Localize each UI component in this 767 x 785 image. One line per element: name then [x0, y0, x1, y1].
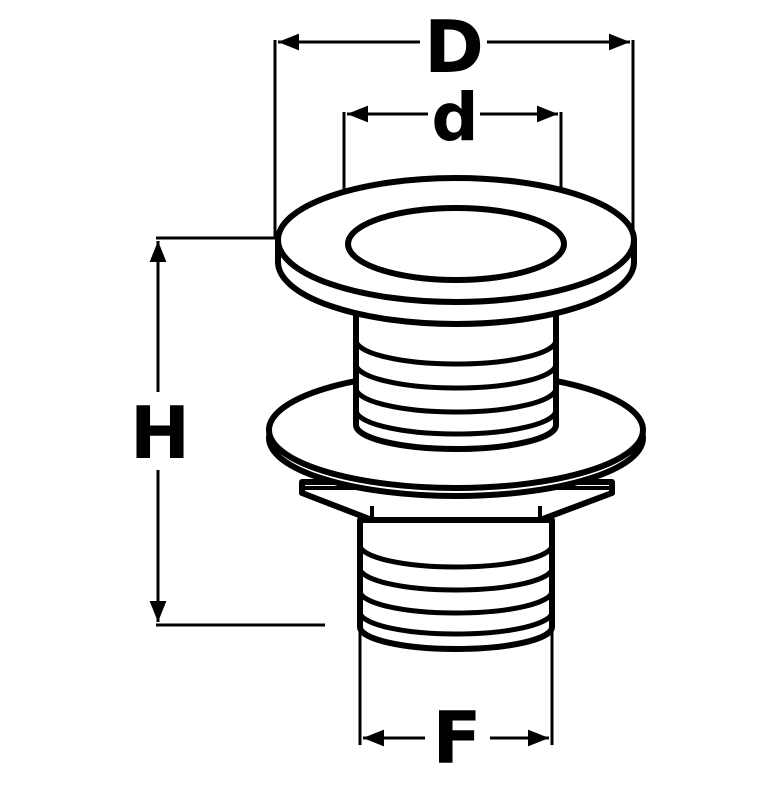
upper-thread-body	[353, 307, 559, 452]
dimension-d: d	[342, 79, 563, 222]
upper-thread-ridge-3	[353, 385, 559, 415]
lower-thread-ridge-1	[357, 542, 555, 570]
lower-thread-ridge-2	[357, 565, 555, 593]
upper-thread-ridge-4	[353, 407, 559, 437]
label-F: F	[432, 696, 481, 780]
lower-thread-ridge-4	[357, 609, 555, 637]
dimension-D: D	[273, 5, 635, 238]
lower-thread-body	[357, 517, 555, 652]
dimension-H: H	[130, 236, 325, 627]
upper-thread	[353, 307, 559, 452]
label-d: d	[431, 79, 478, 156]
label-H: H	[130, 391, 190, 475]
top-flange	[275, 175, 637, 327]
flange-bore	[345, 205, 567, 283]
upper-thread-ridge-2	[353, 361, 559, 391]
dimension-F: F	[358, 630, 554, 780]
upper-thread-ridge-1	[353, 337, 559, 367]
label-D: D	[424, 5, 484, 89]
lower-thread-ridge-3	[357, 588, 555, 616]
lower-thread	[357, 517, 555, 652]
